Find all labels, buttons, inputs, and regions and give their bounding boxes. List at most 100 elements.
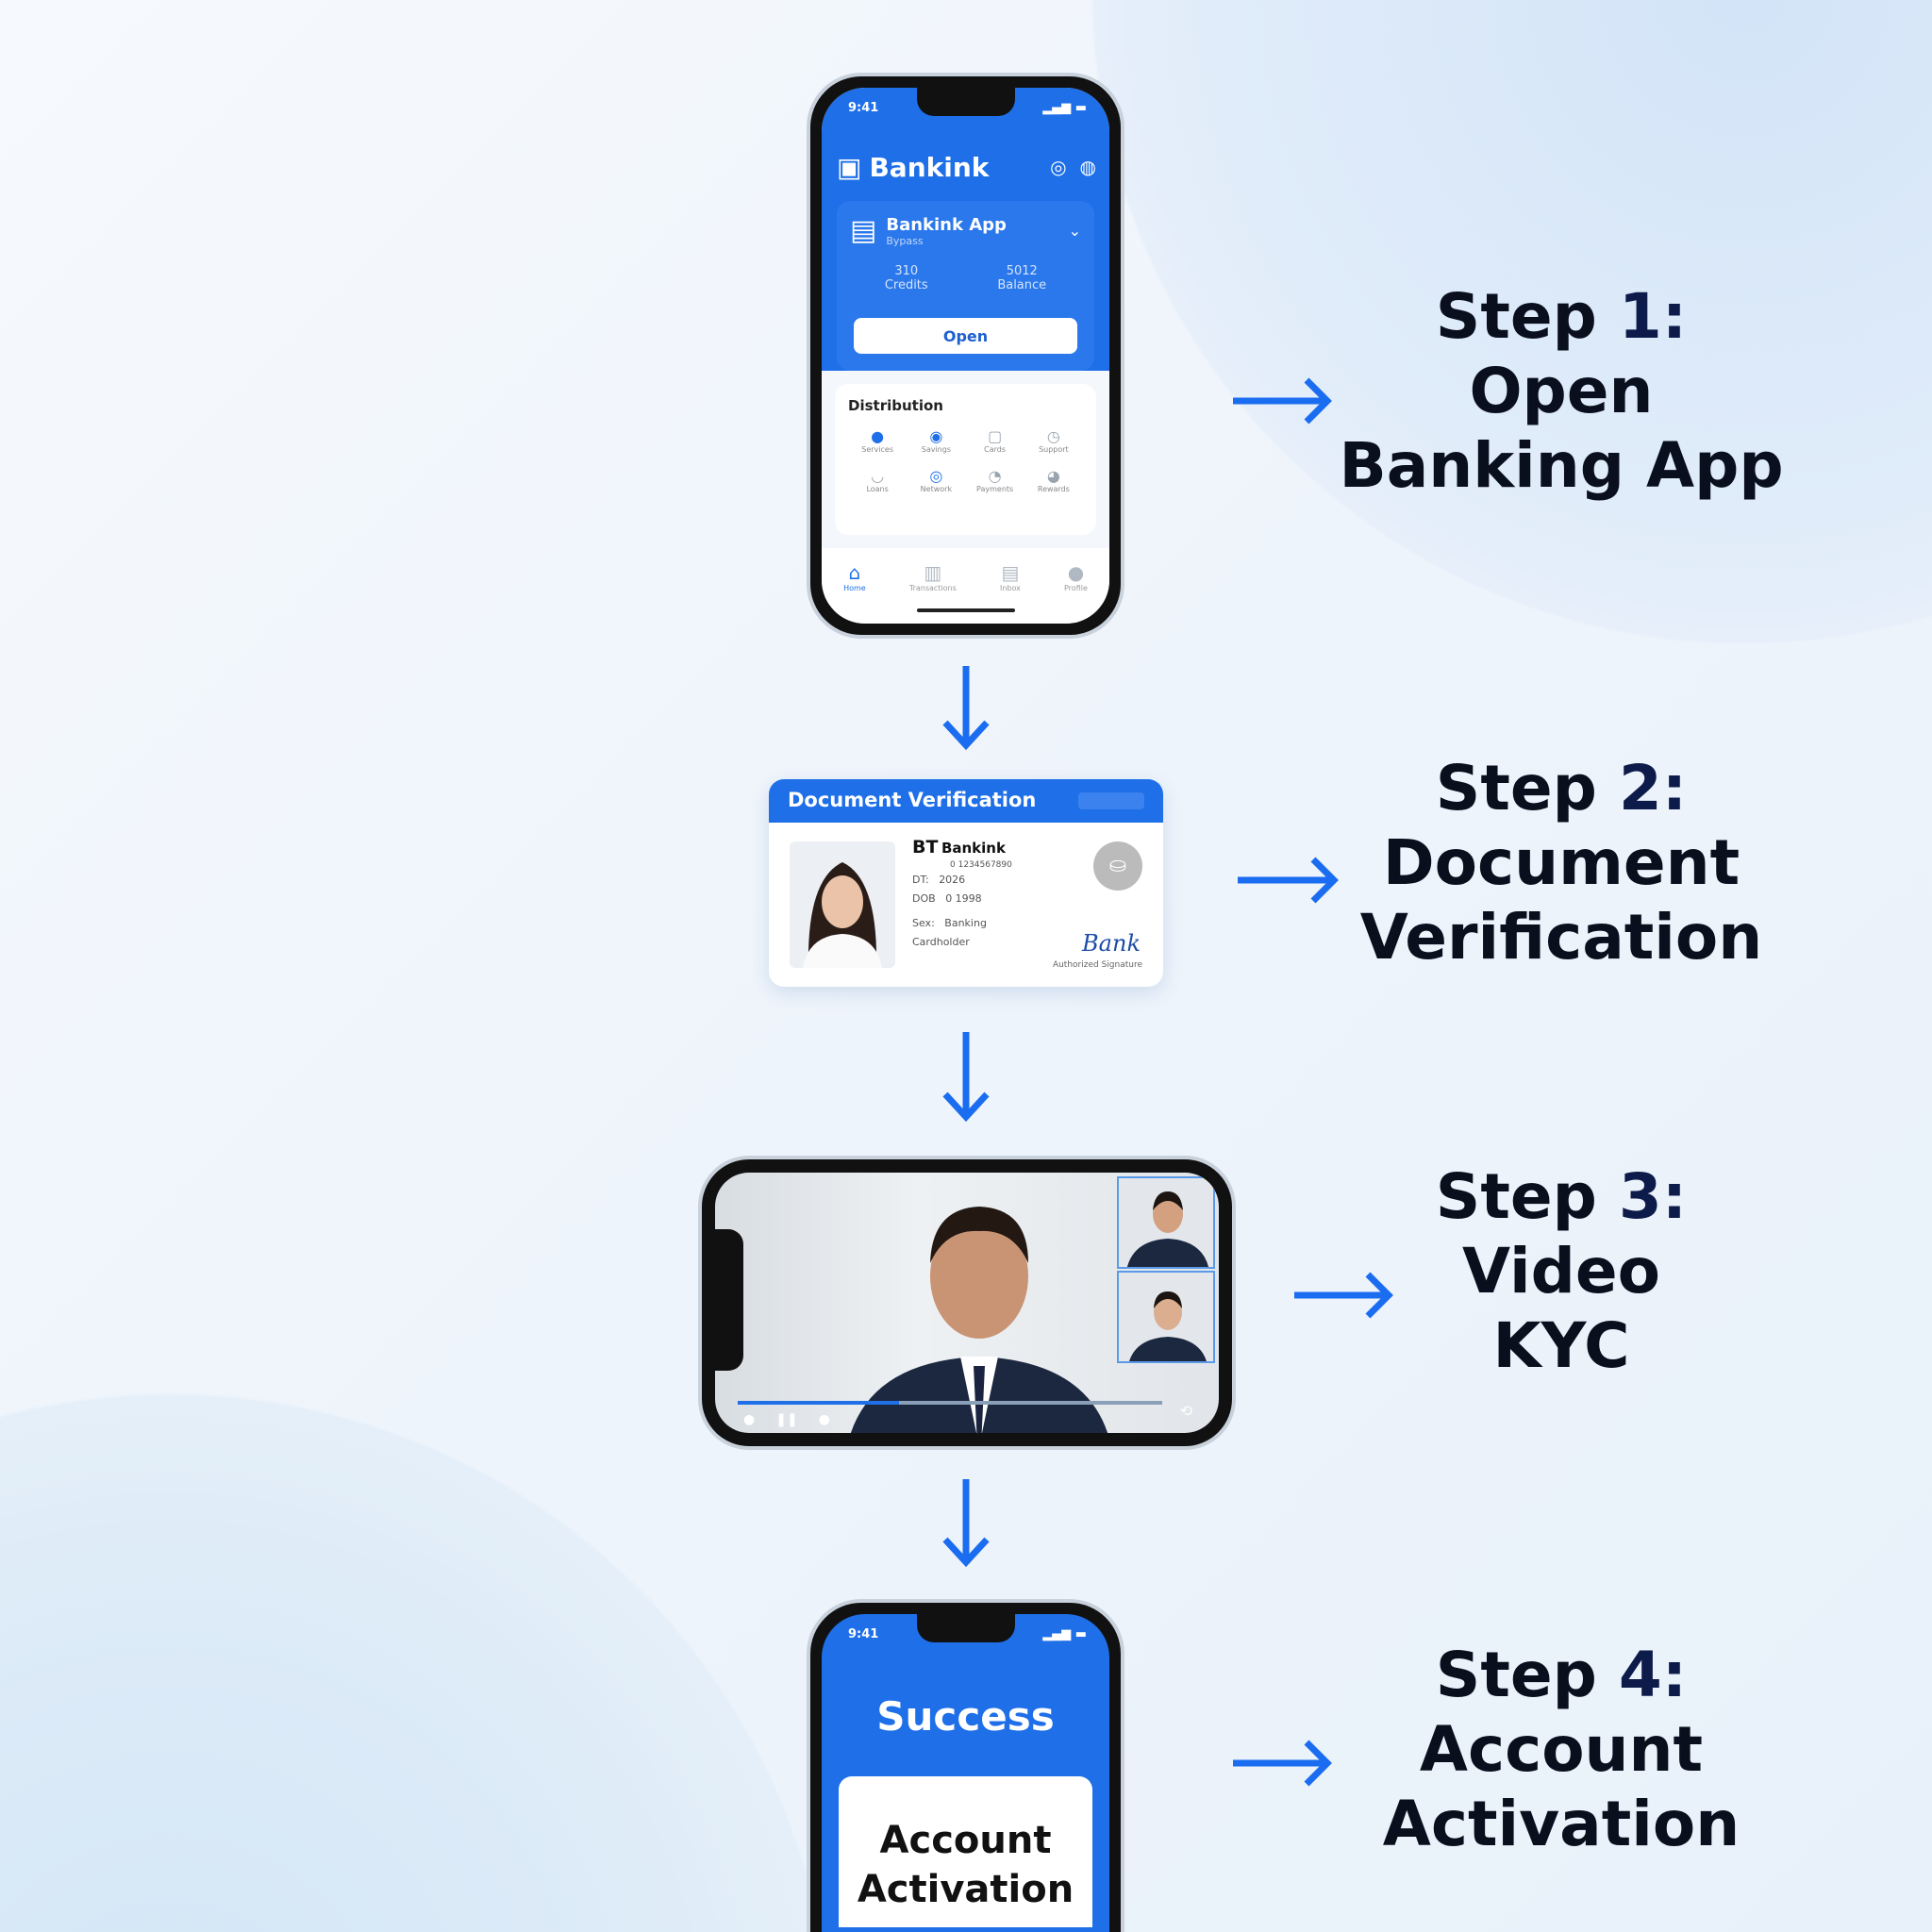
phone-video-kyc: ● ❚❚ ● ⟲: [698, 1156, 1236, 1450]
record-icon[interactable]: ●: [743, 1412, 756, 1427]
home-icon: ⌂: [848, 561, 861, 584]
service-icon: ◡: [871, 467, 885, 485]
tab-transactions[interactable]: ▥Transactions: [909, 561, 957, 624]
service-item[interactable]: ◉Savings: [907, 427, 965, 454]
service-item[interactable]: ●Services: [848, 427, 907, 454]
arrow-right-icon: [1294, 1272, 1393, 1319]
services-panel: Distribution ●Services ◉Savings ▢Cards ◷…: [835, 384, 1096, 535]
chat-icon[interactable]: ◎: [1050, 156, 1067, 178]
mic-icon[interactable]: ●: [818, 1412, 830, 1427]
service-item[interactable]: ◕Rewards: [1024, 467, 1083, 493]
user-icon: ●: [1067, 561, 1085, 584]
service-label: Savings: [921, 445, 951, 454]
service-item[interactable]: ◔Payments: [966, 467, 1024, 493]
service-icon: ◷: [1046, 427, 1060, 445]
service-item[interactable]: ▢Cards: [966, 427, 1024, 454]
activation-text: Activation: [857, 1868, 1074, 1911]
stat-label: Credits: [884, 278, 928, 292]
chevron-down-icon[interactable]: ⌄: [1068, 222, 1081, 240]
step-word: Step: [1435, 1160, 1597, 1233]
step-title: Activation: [1382, 1788, 1740, 1860]
service-label: Payments: [976, 485, 1014, 493]
step-title: Banking App: [1339, 429, 1784, 502]
service-icon: ◎: [929, 467, 943, 485]
pip-video-self[interactable]: [1117, 1271, 1215, 1363]
field-label: DOB: [912, 892, 936, 905]
home-indicator: [916, 608, 1015, 612]
service-item[interactable]: ◷Support: [1024, 427, 1083, 454]
tab-label: Transactions: [908, 584, 957, 592]
tab-home[interactable]: ⌂Home: [843, 561, 866, 624]
service-icon: ▢: [988, 427, 1003, 445]
app-brand: Bankink: [869, 152, 990, 183]
tab-profile[interactable]: ●Profile: [1064, 561, 1088, 624]
video-progress-bar[interactable]: [738, 1401, 1162, 1405]
step-number: 4:: [1618, 1639, 1688, 1711]
stat-value: 310: [894, 264, 919, 278]
service-item[interactable]: ◡Loans: [848, 467, 907, 493]
open-button[interactable]: Open: [854, 318, 1077, 354]
tab-bar: ⌂Home ▥Transactions ▤Inbox ●Profile: [822, 548, 1109, 624]
tab-label: Inbox: [999, 584, 1021, 592]
step-title: KYC: [1492, 1309, 1630, 1382]
document-icon: ▤: [850, 214, 877, 247]
notification-icon[interactable]: ◍: [1079, 156, 1096, 178]
service-item[interactable]: ◎Network: [907, 467, 965, 493]
step-word: Step: [1435, 280, 1597, 353]
success-title: Success: [876, 1693, 1055, 1740]
service-icon: ◔: [988, 467, 1002, 485]
service-label: Network: [920, 485, 953, 493]
service-label: Support: [1039, 445, 1069, 454]
step-number: 1:: [1618, 280, 1688, 353]
arrow-right-icon: [1233, 1740, 1332, 1787]
arrow-right-icon: [1238, 857, 1339, 904]
step-title: Verification: [1359, 901, 1763, 974]
receipt-icon: ▥: [924, 561, 942, 584]
switch-camera-icon[interactable]: ⟲: [1179, 1402, 1192, 1420]
activation-text: Account: [879, 1819, 1052, 1862]
field-value: Banking: [944, 917, 987, 929]
step-word: Step: [1435, 1639, 1597, 1711]
pause-icon[interactable]: ❚❚: [775, 1412, 798, 1427]
field-value: 2026: [939, 874, 966, 886]
arrow-down-icon: [942, 1479, 990, 1568]
card-subtitle: Bypass: [886, 234, 924, 247]
tab-inbox[interactable]: ▤Inbox: [1000, 561, 1021, 624]
id-logo: BT: [912, 837, 939, 858]
service-icon: ●: [871, 427, 885, 445]
doc-title: Document Verification: [788, 789, 1037, 811]
arrow-right-icon: [1233, 377, 1332, 425]
service-label: Cards: [984, 445, 1007, 454]
id-number: 0 1234567890: [950, 860, 1012, 870]
phone-notch: [715, 1229, 743, 1371]
field-label: DT:: [912, 874, 929, 886]
id-bank-name: Bankink: [941, 840, 1006, 857]
video-caller-agent: [850, 1207, 1108, 1433]
pip-video-agent[interactable]: [1117, 1176, 1215, 1269]
tab-label: Profile: [1064, 584, 1088, 592]
signal-battery-icon: ▂▄▆ ▬: [1042, 101, 1087, 115]
step-number: 2:: [1618, 752, 1688, 824]
stat-label: Balance: [997, 278, 1047, 292]
phone-notch: [916, 1614, 1015, 1642]
arrow-down-icon: [942, 666, 990, 751]
tab-label: Home: [843, 584, 866, 592]
field-label: Cardholder: [912, 936, 970, 948]
service-label: Loans: [866, 485, 889, 493]
card-title: Bankink App: [886, 214, 1007, 235]
field-label: Sex:: [912, 917, 935, 929]
id-photo: [790, 841, 895, 968]
step-word: Step: [1435, 752, 1597, 824]
seal-icon: ⛀: [1093, 841, 1142, 891]
status-bar: 9:41▂▄▆ ▬: [848, 101, 1087, 115]
step-title: Account: [1419, 1713, 1704, 1786]
